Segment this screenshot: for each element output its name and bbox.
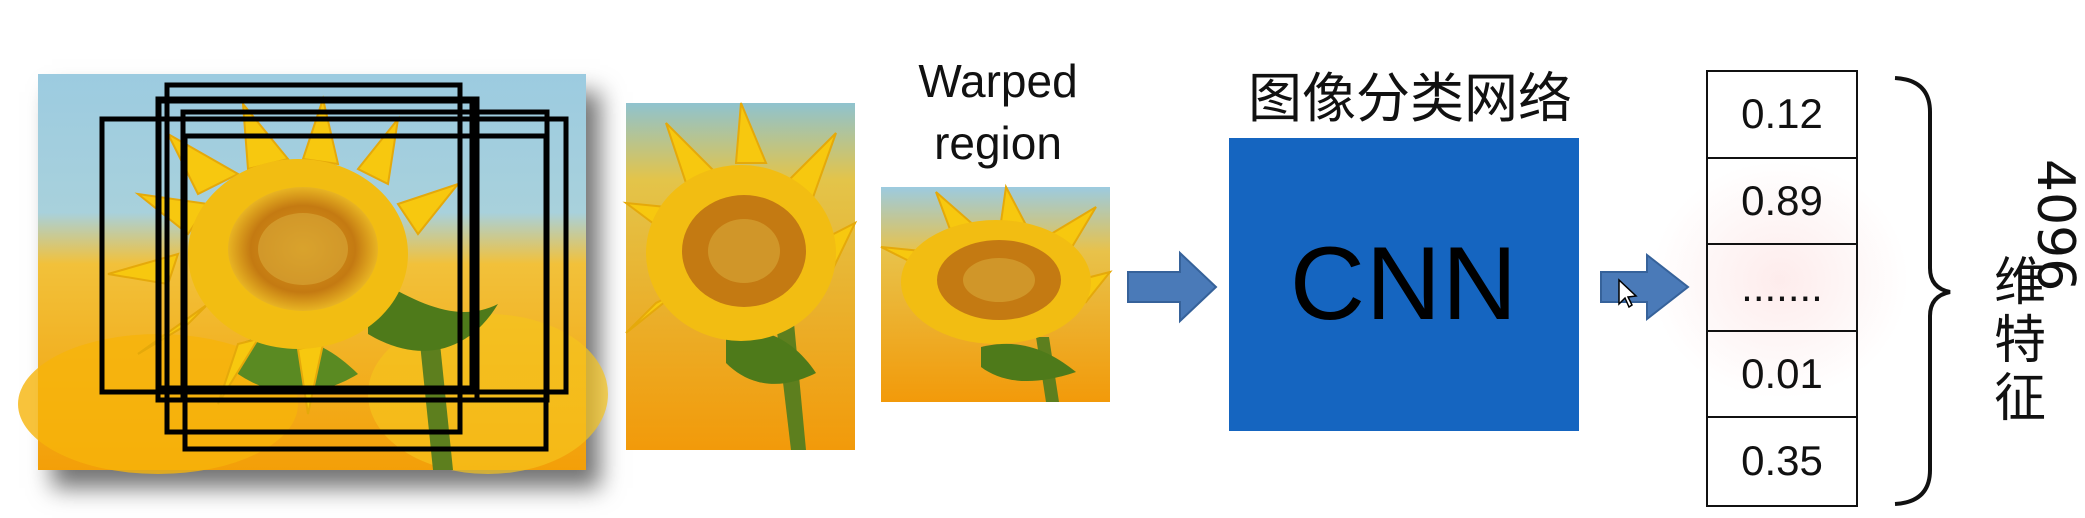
right-arrow-icon bbox=[1600, 252, 1690, 322]
warped-region-label: Warped region bbox=[880, 50, 1116, 174]
right-arrow-icon bbox=[1127, 250, 1218, 324]
feature-dimension-char: 维 bbox=[1993, 253, 2046, 313]
right-brace-icon bbox=[1894, 76, 1951, 506]
feature-dimension-char: 征 bbox=[1993, 369, 2046, 429]
warped-region-image bbox=[880, 183, 1113, 402]
feature-vector: 0.12 0.89 ....... 0.01 0.35 bbox=[1706, 70, 1858, 507]
feature-cell: 0.01 bbox=[1708, 332, 1856, 418]
cnn-label: CNN bbox=[1289, 226, 1519, 342]
feature-dimension-label: 4096 维 特 征 bbox=[1990, 124, 2085, 429]
network-title: 图像分类网络 bbox=[1248, 67, 1572, 130]
cursor-icon bbox=[1618, 278, 1638, 309]
warped-label-line2: region bbox=[934, 117, 1062, 169]
feature-dimension-char: 特 bbox=[1993, 311, 2046, 371]
feature-cell: 0.89 bbox=[1708, 159, 1856, 245]
feature-cell: 0.12 bbox=[1708, 72, 1856, 159]
feature-cell: 0.35 bbox=[1741, 437, 1823, 485]
feature-dimension-number: 4096 bbox=[2025, 159, 2085, 292]
cnn-box: CNN bbox=[1229, 138, 1579, 431]
feature-cell: ....... bbox=[1708, 245, 1856, 332]
warped-label-line1: Warped bbox=[918, 55, 1078, 107]
pink-glow bbox=[1650, 160, 1910, 400]
cropped-region-image bbox=[622, 102, 858, 450]
